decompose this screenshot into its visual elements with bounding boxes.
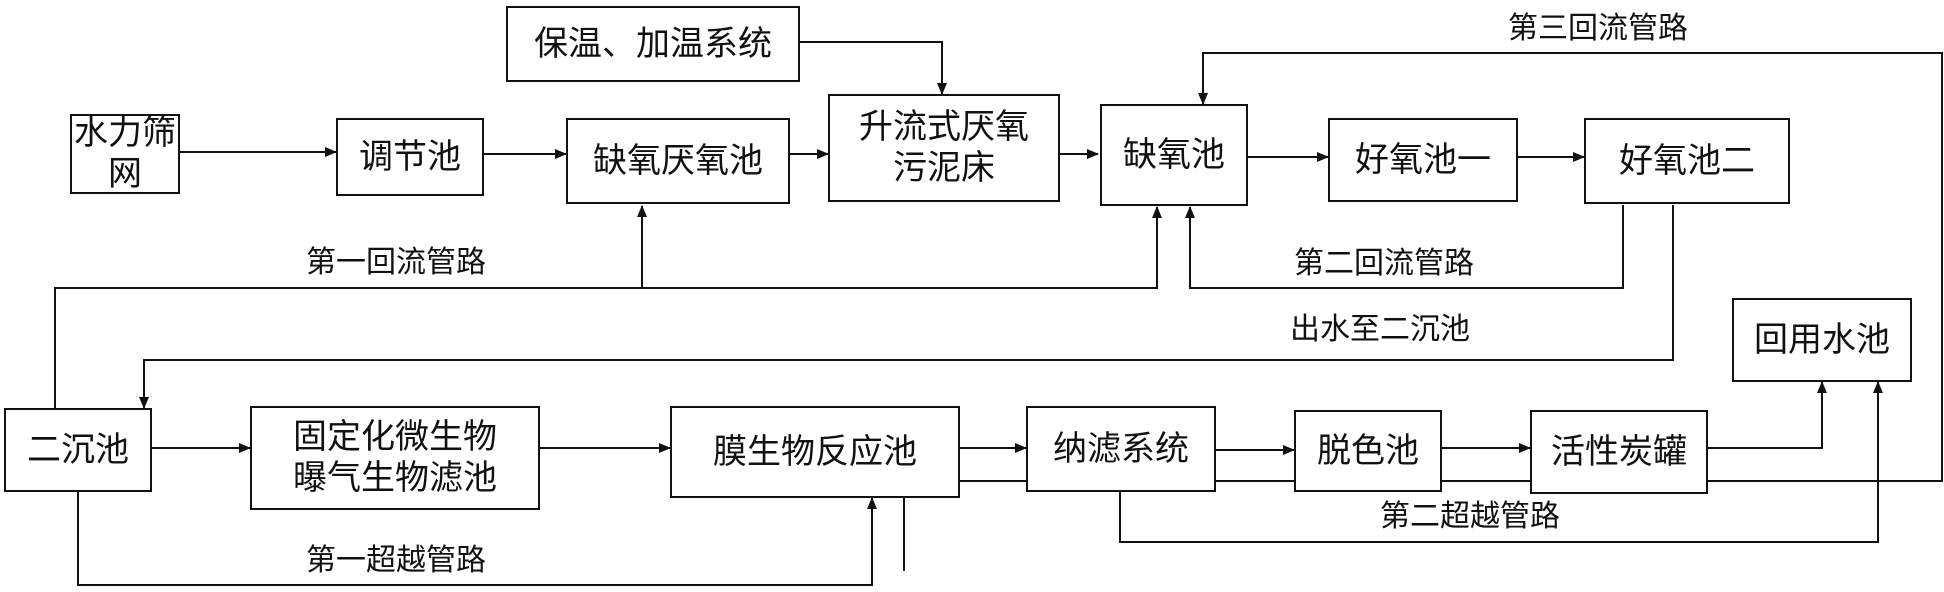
reuse-tank-box: 回用水池 (1732, 298, 1912, 382)
arrow-heating-to-uasb (798, 41, 947, 95)
line-second-return (1185, 205, 1624, 289)
baf-label: 固定化微生物 曝气生物滤池 (293, 417, 497, 499)
regulating-tank-label: 调节池 (359, 136, 461, 177)
label-first-bypass: 第一超越管路 (306, 543, 486, 578)
secondary-clarifier-label: 二沉池 (27, 429, 129, 470)
nanofiltration-label: 纳滤系统 (1053, 428, 1189, 469)
baf-label-line1: 固定化微生物 (293, 417, 497, 458)
baf-box: 固定化微生物 曝气生物滤池 (250, 406, 540, 510)
uasb-label: 升流式厌氧 污泥床 (859, 107, 1029, 189)
arrow-carbon-to-reuse (1708, 381, 1827, 449)
line-first-bypass (77, 492, 877, 586)
nanofiltration-box: 纳滤系统 (1026, 406, 1216, 492)
label-second-return: 第二回流管路 (1294, 246, 1474, 281)
label-second-bypass: 第二超越管路 (1380, 499, 1560, 534)
aerobic-tank-1-label: 好氧池一 (1355, 139, 1491, 180)
decolor-tank-label: 脱色池 (1317, 430, 1419, 471)
aerobic-tank-2-box: 好氧池二 (1584, 118, 1790, 204)
anoxic-tank-box: 缺氧池 (1100, 104, 1248, 206)
anoxic-anaerobic-tank-box: 缺氧厌氧池 (566, 118, 790, 204)
hydraulic-screen-box: 水力筛网 (70, 113, 180, 194)
aerobic-tank-2-label: 好氧池二 (1619, 140, 1755, 181)
uasb-label-line1: 升流式厌氧 (859, 107, 1029, 148)
anoxic-tank-label: 缺氧池 (1123, 134, 1225, 175)
uasb-label-line2: 污泥床 (893, 148, 995, 188)
baf-label-line2: 曝气生物滤池 (293, 458, 497, 498)
insulation-heating-system-label: 保温、加温系统 (534, 23, 772, 64)
activated-carbon-box: 活性炭罐 (1530, 410, 1708, 494)
mbr-box: 膜生物反应池 (670, 406, 960, 498)
label-first-return: 第一回流管路 (306, 245, 486, 280)
line-first-return (54, 206, 1162, 412)
uasb-box: 升流式厌氧 污泥床 (828, 94, 1060, 202)
mbr-label: 膜生物反应池 (713, 431, 917, 472)
insulation-heating-system-box: 保温、加温系统 (506, 6, 800, 82)
label-third-return: 第三回流管路 (1508, 11, 1688, 46)
activated-carbon-label: 活性炭罐 (1551, 431, 1687, 472)
hydraulic-screen-label: 水力筛网 (74, 113, 176, 194)
label-to-clarifier: 出水至二沉池 (1290, 312, 1470, 347)
secondary-clarifier-box: 二沉池 (4, 408, 152, 492)
line-second-bypass (1119, 381, 1883, 543)
anoxic-anaerobic-tank-label: 缺氧厌氧池 (593, 140, 763, 181)
aerobic-tank-1-box: 好氧池一 (1328, 118, 1518, 202)
regulating-tank-box: 调节池 (336, 118, 484, 196)
decolor-tank-box: 脱色池 (1294, 410, 1442, 492)
line-to-clarifier (139, 205, 1674, 409)
reuse-tank-label: 回用水池 (1754, 319, 1890, 360)
